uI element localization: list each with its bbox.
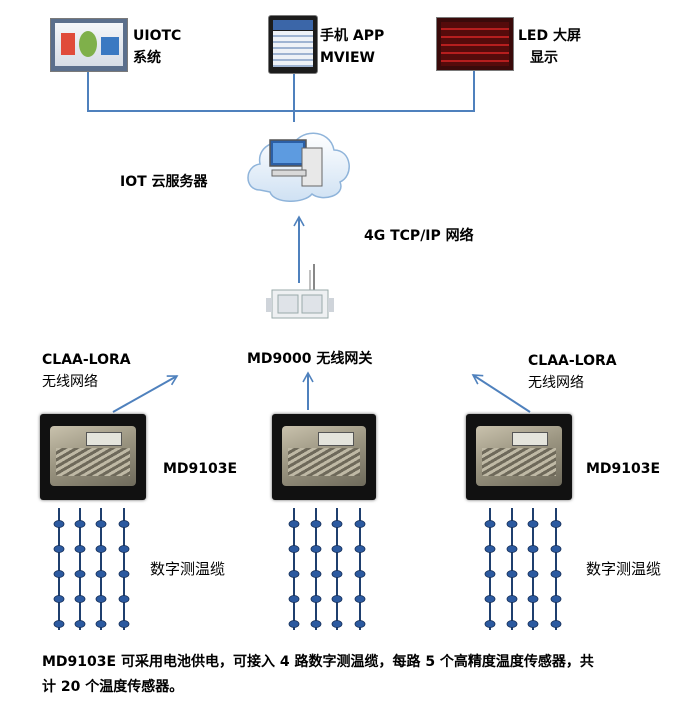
sensor-bead: [484, 570, 496, 578]
sensor-bead: [484, 595, 496, 603]
sensor-bead: [331, 620, 343, 628]
uiotc-screen-image: [50, 18, 128, 72]
lora-left-label: CLAA-LORA 无线网络: [42, 352, 131, 390]
node-right-model: MD9103E: [586, 461, 661, 477]
sensor-bead: [53, 570, 65, 578]
sensor-bead: [288, 595, 300, 603]
sensor-bead: [506, 545, 518, 553]
sensor-bead: [331, 570, 343, 578]
node-left-model: MD9103E: [163, 461, 238, 477]
cable-group: [53, 508, 562, 630]
sensor-bead: [310, 620, 322, 628]
sensor-bead: [95, 570, 107, 578]
cable-label-left: 数字测温缆: [150, 560, 226, 578]
sensor-bead: [288, 620, 300, 628]
sensor-bead: [354, 620, 366, 628]
sensor-bead: [118, 570, 130, 578]
gateway-device-icon: [266, 264, 334, 319]
sensor-bead: [354, 520, 366, 528]
bus-line: [87, 70, 475, 112]
sensor-bead: [74, 570, 86, 578]
sensor-bead: [95, 545, 107, 553]
sensor-bead: [95, 620, 107, 628]
footnote-text: MD9103E 可采用电池供电，可接入 4 路数字测温缆，每路 5 个高精度温度…: [42, 654, 594, 695]
sensor-bead: [118, 545, 130, 553]
gateway-label: MD9000 无线网关: [247, 351, 373, 367]
left-node-arrow: [112, 375, 179, 413]
sensor-bead: [53, 595, 65, 603]
uiotc-label: UIOTC 系统: [133, 28, 182, 66]
sensor-bead: [74, 595, 86, 603]
sensor-bead: [95, 595, 107, 603]
sensor-bead: [118, 595, 130, 603]
sensor-bead: [354, 545, 366, 553]
sensor-bead: [74, 620, 86, 628]
sensor-bead: [74, 545, 86, 553]
mobile-app-image: [268, 15, 318, 74]
app-label: 手机 APP MVIEW: [320, 28, 385, 66]
sensor-bead: [288, 545, 300, 553]
sensor-bead: [118, 520, 130, 528]
sensor-bead: [288, 570, 300, 578]
sensor-bead: [310, 520, 322, 528]
sensor-bead: [527, 570, 539, 578]
node-device-left: [40, 414, 146, 500]
sensor-bead: [331, 595, 343, 603]
sensor-bead: [550, 520, 562, 528]
sensor-bead: [95, 520, 107, 528]
sensor-bead: [550, 620, 562, 628]
sensor-bead: [527, 595, 539, 603]
sensor-bead: [288, 520, 300, 528]
sensor-bead: [506, 570, 518, 578]
sensor-bead: [506, 620, 518, 628]
sensor-bead: [550, 570, 562, 578]
sensor-bead: [527, 545, 539, 553]
sensor-bead: [550, 545, 562, 553]
sensor-bead: [484, 620, 496, 628]
sensor-bead: [310, 570, 322, 578]
sensor-bead: [527, 520, 539, 528]
sensor-bead: [310, 595, 322, 603]
led-label: LED 大屏 显示: [518, 28, 581, 66]
node-device-right: [466, 414, 572, 500]
right-node-arrow: [471, 374, 531, 413]
cloud-server-icon: [247, 132, 350, 202]
node-device-center: [272, 414, 376, 500]
sensor-bead: [53, 620, 65, 628]
sensor-bead: [550, 595, 562, 603]
cable-label-right: 数字测温缆: [586, 560, 662, 578]
sensor-bead: [354, 570, 366, 578]
sensor-bead: [527, 620, 539, 628]
sensor-bead: [506, 520, 518, 528]
uplink-label: 4G TCP/IP 网络: [364, 228, 474, 244]
sensor-bead: [53, 520, 65, 528]
sensor-bead: [484, 520, 496, 528]
led-screen-image: [436, 17, 514, 71]
sensor-bead: [354, 595, 366, 603]
sensor-bead: [310, 545, 322, 553]
sensor-bead: [53, 545, 65, 553]
sensor-bead: [331, 520, 343, 528]
sensor-bead: [331, 545, 343, 553]
sensor-bead: [484, 545, 496, 553]
sensor-bead: [506, 595, 518, 603]
lora-right-label: CLAA-LORA 无线网络: [528, 353, 617, 391]
sensor-bead: [118, 620, 130, 628]
cloud-label: IOT 云服务器: [120, 174, 208, 190]
sensor-bead: [74, 520, 86, 528]
